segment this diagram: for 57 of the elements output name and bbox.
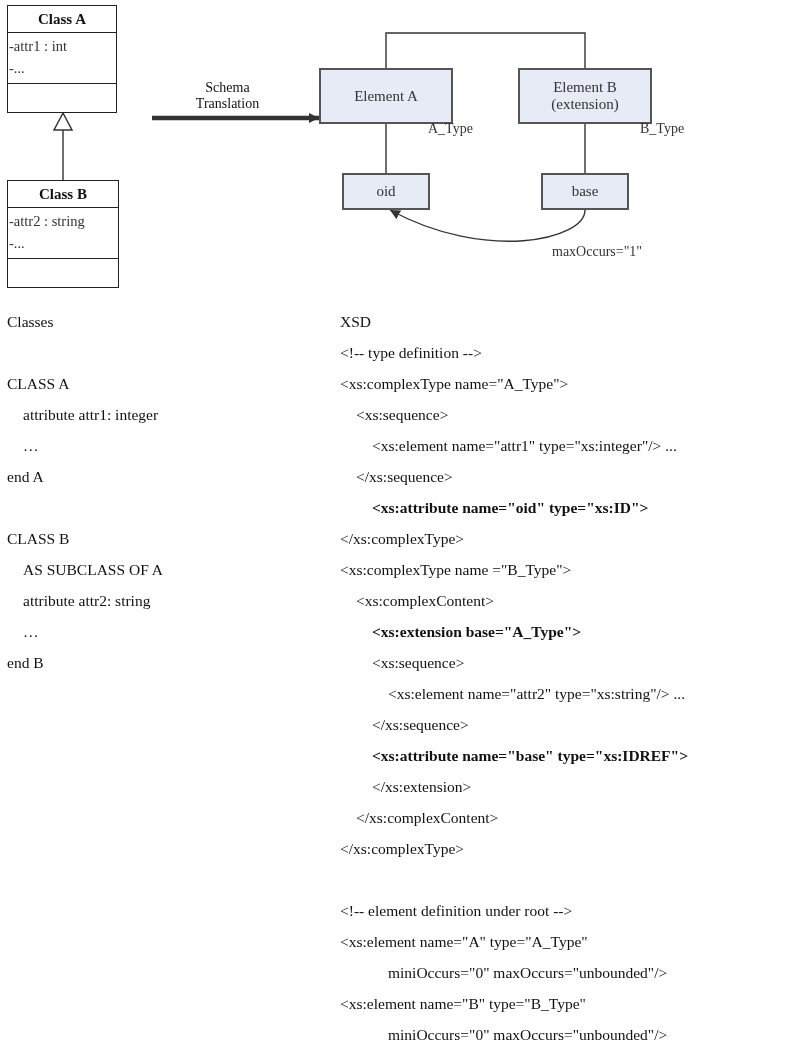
code-line: <xs:element name="A" type="A_Type"	[340, 932, 588, 952]
code-line: <xs:element name="B" type="B_Type"	[340, 994, 586, 1014]
element-name: Element A	[354, 87, 418, 105]
element-name: Element B (extension)	[550, 79, 620, 113]
connector-line	[385, 32, 586, 69]
generalization-arrow	[53, 112, 73, 181]
class-definition-line: end B	[7, 653, 44, 673]
element-box	[342, 173, 430, 210]
attribute-text: -attr1 : int	[9, 37, 68, 56]
code-line: <xs:complexType name ="B_Type">	[340, 560, 572, 580]
curved-arrow	[389, 209, 586, 242]
class-definition-line: CLASS B	[7, 529, 70, 549]
class-name: Class A	[38, 11, 86, 27]
class-box	[7, 180, 119, 288]
element-name: base	[571, 183, 599, 200]
code-line: <!-- type definition -->	[340, 343, 482, 363]
element-name: oid	[376, 183, 396, 200]
code-line: <xs:complexType name="A_Type">	[340, 374, 569, 394]
code-line: <xs:sequence>	[356, 405, 449, 425]
element-box	[518, 68, 652, 124]
class-box	[7, 5, 117, 113]
class-definition-line: AS SUBCLASS OF A	[23, 560, 163, 580]
code-line: <xs:element name="attr1" type="xs:integer"/> ...	[372, 436, 677, 456]
code-line: </xs:complexType>	[340, 839, 464, 859]
type-label: A_Type	[428, 120, 473, 138]
class-name: Class B	[39, 186, 87, 202]
attribute-text: -attr2 : string	[9, 212, 86, 231]
column-heading: Classes	[7, 312, 54, 332]
code-line: miniOccurs="0" maxOccurs="unbounded"/>	[388, 963, 668, 983]
code-line: </xs:sequence>	[372, 715, 469, 735]
code-line: </xs:complexType>	[340, 529, 464, 549]
arrow	[152, 113, 319, 123]
code-line: </xs:extension>	[372, 777, 472, 797]
class-definition-line: end A	[7, 467, 44, 487]
code-line: </xs:sequence>	[356, 467, 453, 487]
code-line: <xs:element name="attr2" type="xs:string"/> ...	[388, 684, 686, 704]
column-heading: XSD	[340, 312, 371, 332]
element-box	[541, 173, 629, 210]
code-line: <!-- element definition under root -->	[340, 901, 573, 921]
code-line: miniOccurs="0" maxOccurs="unbounded"/>	[388, 1025, 668, 1045]
class-definition-line: …	[23, 436, 39, 456]
attribute-text: -...	[9, 59, 26, 78]
code-line: </xs:complexContent>	[356, 808, 499, 828]
code-line: <xs:attribute name="oid" type="xs:ID">	[372, 498, 649, 518]
code-line: <xs:sequence>	[372, 653, 465, 673]
class-definition-line: attribute attr1: integer	[23, 405, 159, 425]
connector-line	[584, 123, 586, 174]
type-label: B_Type	[640, 120, 685, 138]
connector-line	[385, 123, 387, 174]
class-definition-line: attribute attr2: string	[23, 591, 151, 611]
code-line: <xs:attribute name="base" type="xs:IDREF">	[372, 746, 688, 766]
class-definition-line: CLASS A	[7, 374, 70, 394]
code-line: <xs:complexContent>	[356, 591, 495, 611]
attribute-text: -...	[9, 234, 26, 253]
class-definition-line: …	[23, 622, 39, 642]
element-box	[319, 68, 453, 124]
code-line: <xs:extension base="A_Type">	[372, 622, 582, 642]
